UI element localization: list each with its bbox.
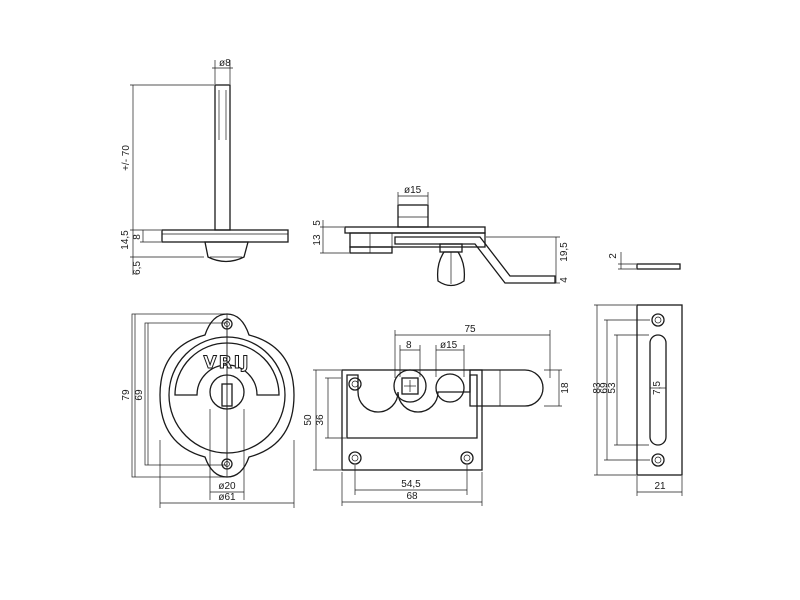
dim-slot: 7,5 <box>652 381 663 395</box>
dim-bolt-height: 18 <box>560 382 571 394</box>
bolt-front-view: 75 8 ø15 50 36 18 54,5 68 <box>303 324 571 506</box>
dim-total-length: 75 <box>464 324 476 335</box>
dim-top: 5 <box>312 220 323 226</box>
indicator-label: VRIJ <box>204 353 251 373</box>
dim-h53: 53 <box>607 382 618 394</box>
dim-width: 68 <box>406 491 418 502</box>
dim-spindle-length: +/- 70 <box>121 145 132 171</box>
dim-window: ø20 <box>218 481 236 492</box>
spindle-side-view: ø8 +/- 70 14,5 8 6,5 <box>120 58 289 275</box>
dim-plate: 8 <box>132 234 143 240</box>
dim-plate-total: 14,5 <box>120 230 131 250</box>
dim-diameter: ø61 <box>218 492 236 503</box>
dim-height: 13 <box>312 234 323 246</box>
striker-front-view: 83 69 53 7,5 21 <box>592 304 683 496</box>
dim-hole-spacing: 54,5 <box>401 479 421 490</box>
dim-offset: 19,5 <box>559 242 570 262</box>
dim-knob-diameter: ø15 <box>404 185 422 196</box>
indicator-front-view: VRIJ 79 69 ø20 ø61 <box>121 313 295 508</box>
dim-thickness: 2 <box>608 253 619 259</box>
dim-width: 21 <box>654 481 666 492</box>
dim-knob: 6,5 <box>132 261 143 275</box>
dim-square: 8 <box>406 340 412 351</box>
dim-knob: ø15 <box>440 340 458 351</box>
dim-height-inner: 36 <box>315 414 326 426</box>
dim-h83: 83 <box>592 382 603 394</box>
dim-bottom: 4 <box>559 277 570 283</box>
bolt-side-view: ø15 5 13 19,5 4 <box>312 185 570 287</box>
plate-edge-view: 2 <box>608 252 681 270</box>
dim-h69: 69 <box>599 382 610 394</box>
dim-height-outer: 79 <box>121 389 132 401</box>
dim-height-inner: 69 <box>134 389 145 401</box>
dim-height-outer: 50 <box>303 414 314 426</box>
dim-pin-diameter: ø8 <box>219 58 231 69</box>
